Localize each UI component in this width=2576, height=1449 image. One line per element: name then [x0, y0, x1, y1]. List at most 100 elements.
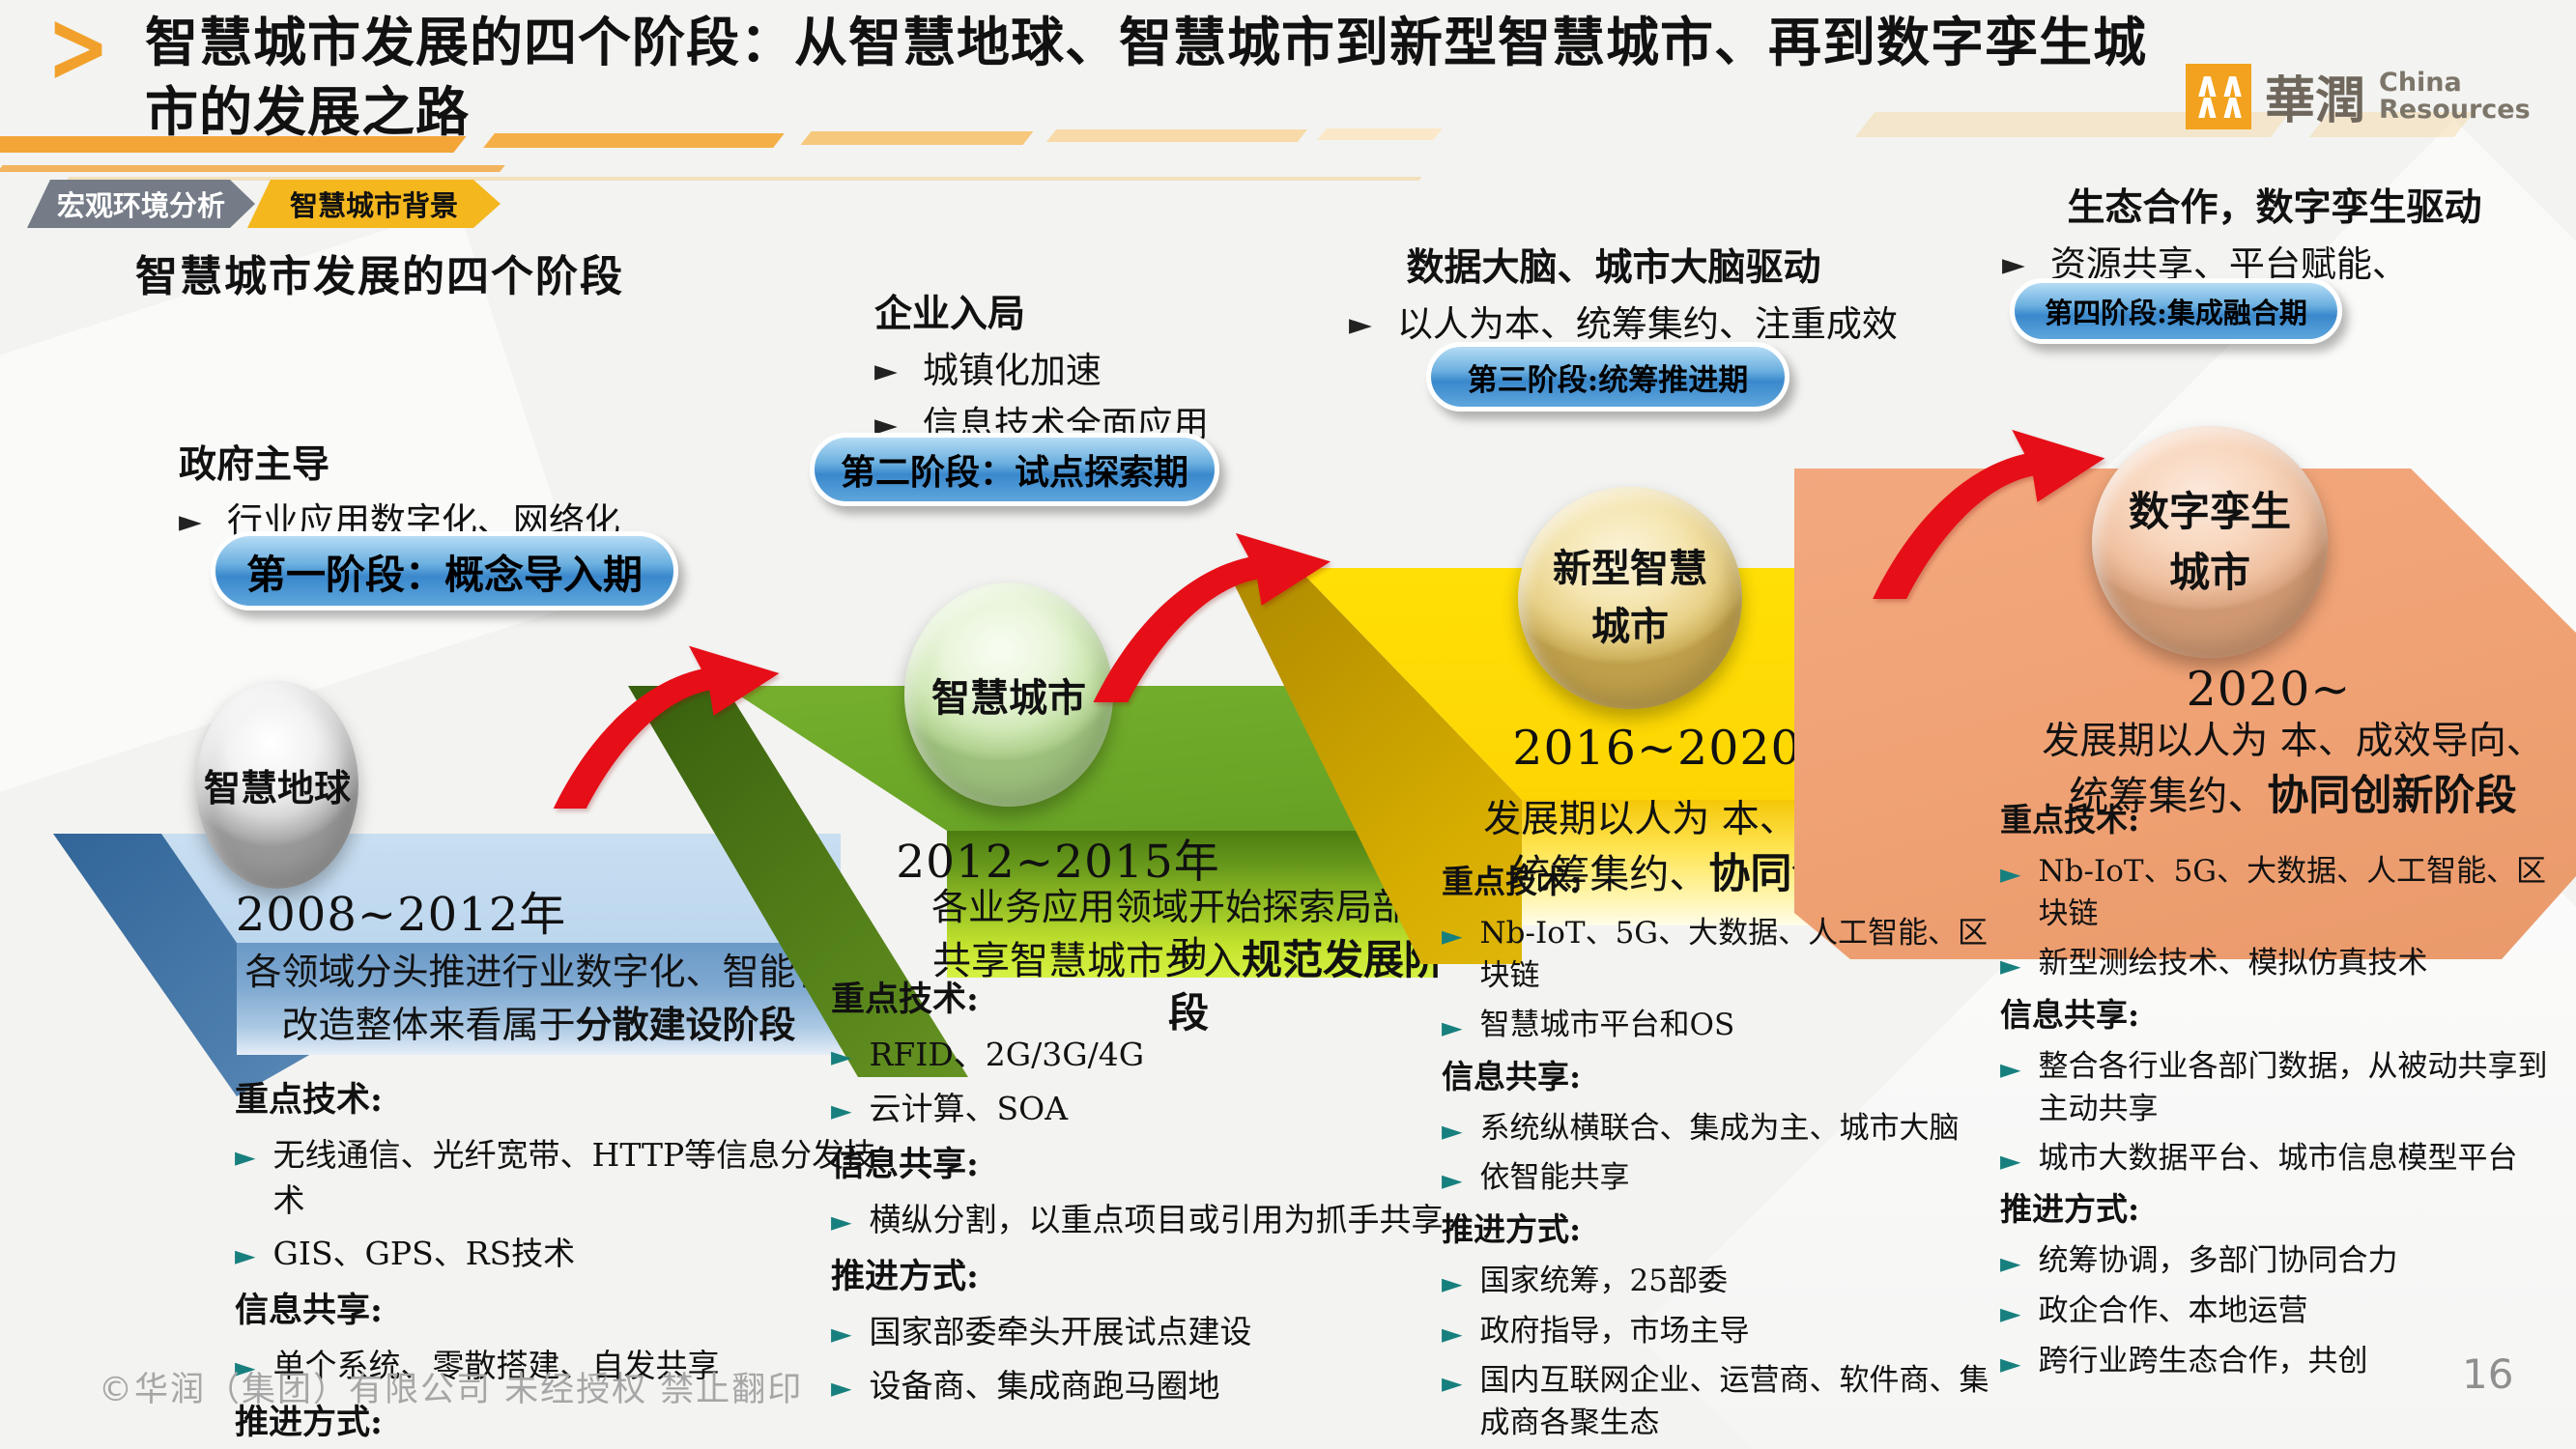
- approach-header: 推进方式:: [1442, 1210, 1582, 1248]
- stage2-details: 重点技术: ►RFID、2G/3G/4G ►云计算、SOA 信息共享: ►横纵分…: [831, 966, 1459, 1417]
- list-item: ►云计算、SOA: [831, 1087, 1459, 1132]
- list-item: ►GIS、GPS、RS技术: [235, 1232, 882, 1277]
- stage4-period: 2020~: [2186, 662, 2352, 717]
- list-item: ►国家统筹，25部委: [1442, 1260, 2012, 1303]
- list-item: ►政企合作、本地运营: [2000, 1290, 2574, 1333]
- breadcrumb-tab-smartcity-background[interactable]: 智慧城市背景: [247, 180, 501, 228]
- driver-title: 政府主导: [179, 442, 330, 487]
- arrow-bullet-icon: ►: [179, 504, 202, 539]
- arrow-bullet-icon: ►: [235, 1140, 256, 1173]
- list-item: ►城市大数据平台、城市信息模型平台: [2000, 1137, 2574, 1180]
- stage4-badge: 第四阶段:集成融合期: [2010, 278, 2342, 344]
- logo-english-name: China Resources: [2379, 67, 2531, 125]
- list-item: ►单个系统、零散搭建、自发共享: [235, 1344, 882, 1389]
- arrow-bullet-icon: ►: [2000, 949, 2021, 981]
- list-item: ►国内互联网企业、运营商、软件商、集成商各聚生态: [1442, 1359, 2012, 1444]
- list-item: ►Nb-IoT、5G、大数据、人工智能、区块链: [2000, 850, 2574, 935]
- arrow-bullet-icon: ►: [1442, 1114, 1463, 1147]
- china-resources-logo: ∧∧ ∧∧ 華潤 China Resources: [2186, 60, 2531, 132]
- approach-header: 推进方式:: [2000, 1190, 2140, 1229]
- list-item: ►国家部委牵头开展试点建设: [831, 1310, 1459, 1355]
- section-heading: 智慧城市发展的四个阶段: [135, 252, 624, 301]
- list-item: ►RFID、2G/3G/4G: [831, 1033, 1459, 1078]
- stage4-platform-description: 发展期以人为 本、成效导向、: [2042, 720, 2544, 763]
- arrow-bullet-icon: ►: [2000, 1247, 2021, 1280]
- arrow-bullet-icon: ►: [874, 354, 898, 388]
- page-number: 16: [2462, 1350, 2514, 1398]
- share-header: 信息共享:: [1442, 1057, 1582, 1095]
- list-item: ►智慧城市平台和OS: [1442, 1004, 2012, 1047]
- arrow-bullet-icon: ►: [235, 1350, 256, 1383]
- stage2-platform-description: 共享智慧城市步入规范发展阶段: [931, 936, 1445, 1037]
- arrow-bullet-icon: ►: [2000, 1347, 2021, 1379]
- list-item: ►政府指导，市场主导: [1442, 1310, 2012, 1353]
- stage2-platform-description: 各业务应用领域开始探索局部联动: [930, 886, 1445, 977]
- share-header: 信息共享:: [2000, 995, 2140, 1034]
- stage1-platform: 各领域分头推进行业数字化、智能化 改造整体来看属于分散建设阶段 智慧地球 200…: [53, 681, 845, 1193]
- arrow-bullet-icon: ►: [235, 1239, 256, 1272]
- driver-title: 数据大脑、城市大脑驱动: [1406, 245, 1821, 290]
- stage2-badge: 第二阶段：试点探索期: [810, 433, 1219, 506]
- decor-stripe: [0, 165, 505, 172]
- logo-chinese-name: 華潤: [2265, 71, 2366, 130]
- stage3-details: 重点技术: ►Nb-IoT、5G、大数据、人工智能、区块链 ►智慧城市平台和OS…: [1442, 852, 2012, 1449]
- arrow-bullet-icon: ►: [2002, 247, 2025, 282]
- arrow-bullet-icon: ►: [831, 1371, 852, 1404]
- arrow-bullet-icon: ►: [831, 1206, 852, 1238]
- list-item: ►设备商、集成商跑马圈地: [831, 1364, 1459, 1409]
- stage1-platform-description: 各领域分头推进行业数字化、智能化 改造整体来看属于分散建设阶段: [237, 943, 841, 1055]
- arrow-bullet-icon: ►: [2000, 1052, 2021, 1085]
- tech-header: 重点技术:: [2000, 801, 2140, 838]
- logo-mountain-icon: ∧∧ ∧∧: [2186, 63, 2251, 129]
- tech-header: 重点技术:: [831, 980, 979, 1019]
- arrow-bullet-icon: ►: [1442, 1164, 1463, 1197]
- breadcrumb-tab-macro-analysis[interactable]: 宏观环境分析: [27, 180, 255, 228]
- list-item: ►系统纵横联合、集成为主、城市大脑: [1442, 1107, 2012, 1151]
- stage2-platform: 2012~2015年 各业务应用领域开始探索局部联动 共享智慧城市步入规范发展阶…: [628, 582, 1445, 1077]
- arrow-bullet-icon: ►: [1349, 307, 1372, 342]
- approach-header: 推进方式:: [235, 1402, 383, 1442]
- stage4-details: 重点技术: ►Nb-IoT、5G、大数据、人工智能、区块链 ►新型测绘技术、模拟…: [2000, 790, 2574, 1389]
- arrow-bullet-icon: ►: [831, 1317, 852, 1350]
- list-item: ►Nb-IoT、5G、大数据、人工智能、区块链: [1442, 912, 2012, 997]
- decor-stripe: [66, 177, 1422, 181]
- arrow-bullet-icon: ►: [831, 1039, 852, 1072]
- stage2-period: 2012~2015年: [896, 836, 1220, 889]
- arrow-bullet-icon: ►: [1442, 1367, 1463, 1400]
- driver-title: 企业入局: [874, 292, 1026, 336]
- stage1-period: 2008~2012年: [235, 888, 567, 942]
- stage3-sphere: 新型智慧 城市: [1518, 487, 1742, 709]
- logo-chevron-row: ∧∧: [2192, 86, 2247, 127]
- stage1-sphere: 智慧地球: [196, 681, 358, 889]
- growth-arrow-1: [553, 645, 780, 809]
- arrow-bullet-icon: ►: [1442, 919, 1463, 952]
- title-chevron-icon: >: [46, 0, 110, 106]
- copyright-notice: ©华润（集团）有限公司 未经授权 禁止翻印: [99, 1371, 804, 1409]
- tech-header: 重点技术:: [1442, 863, 1582, 900]
- list-item: ►统筹协调，多部门协同合力: [2000, 1239, 2574, 1283]
- arrow-bullet-icon: ►: [2000, 1144, 2021, 1177]
- driver-bullet: ► 城镇化加速: [874, 348, 1435, 394]
- list-item: ►依智能共享: [1442, 1156, 2012, 1200]
- arrow-bullet-icon: ►: [2000, 1296, 2021, 1329]
- list-item: ►横纵分割，以重点项目或引用为抓手共享: [831, 1198, 1459, 1243]
- stage2-sphere: 智慧城市: [904, 582, 1113, 807]
- driver-title: 生态合作，数字孪生驱动: [2067, 185, 2482, 230]
- stage3-driver-block: 数据大脑、城市大脑驱动 ► 以人为本、统筹集约、注重成效: [1322, 238, 1905, 355]
- stage1-details: 重点技术: ►无线通信、光纤宽带、HTTP等信息分发技术 ►GIS、GPS、RS…: [235, 1066, 882, 1449]
- tech-header: 重点技术:: [235, 1080, 383, 1120]
- driver-bullet: ► 以人为本、统筹集约、注重成效: [1322, 301, 1905, 348]
- arrow-bullet-icon: ►: [831, 1094, 852, 1126]
- arrow-bullet-icon: ►: [1442, 1266, 1463, 1299]
- growth-arrow-2: [1093, 532, 1331, 702]
- arrow-bullet-icon: ►: [1442, 1317, 1463, 1350]
- list-item: ►整合各行业各部门数据，从被动共享到主动共享: [2000, 1045, 2574, 1130]
- platform-front-face: [947, 831, 1435, 978]
- stage4-sphere: 数字孪生 城市: [2092, 426, 2328, 658]
- share-header: 信息共享:: [235, 1291, 383, 1331]
- page-title: 智慧城市发展的四个阶段：从智慧地球、智慧城市到新型智慧城市、再到数字孪生城市的发…: [145, 11, 2148, 143]
- approach-header: 推进方式:: [831, 1256, 979, 1296]
- list-item: ►无线通信、光纤宽带、HTTP等信息分发技术: [235, 1133, 882, 1224]
- stage1-badge: 第一阶段：概念导入期: [211, 531, 678, 611]
